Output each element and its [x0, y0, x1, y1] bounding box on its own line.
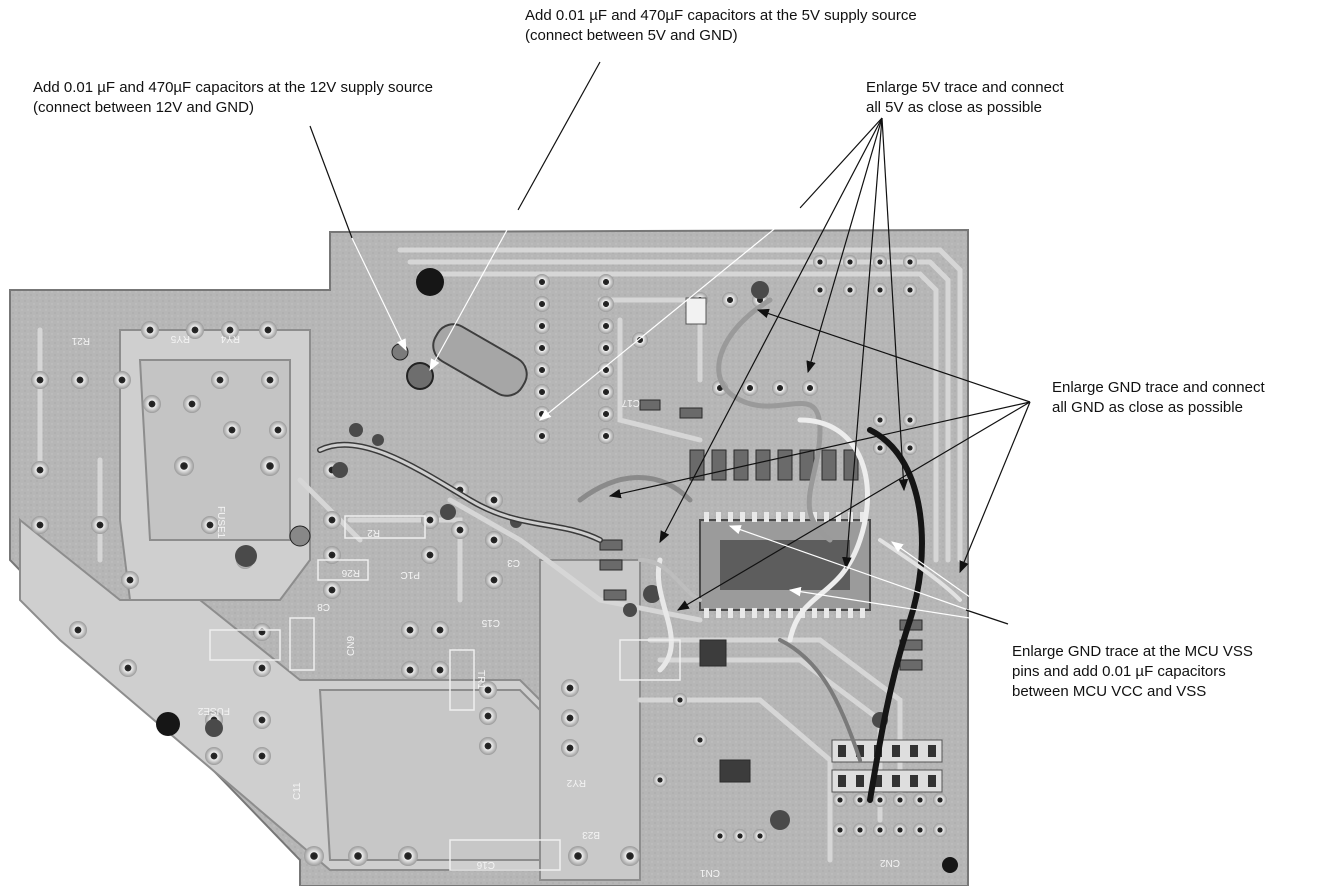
mounting-holes [156, 268, 958, 873]
callout-line: Enlarge GND trace at the MCU VSS [1012, 643, 1253, 660]
callout-line: Add 0.01 µF and 470µF capacitors at the … [525, 7, 917, 24]
silk-label: B23 [582, 829, 600, 840]
silkscreen-labels: FUSE1 FUSE2 CN9 TR1 RY5 RY4 RY2 R21 R26 … [71, 333, 900, 878]
silk-label: C16 [476, 859, 495, 870]
silk-label: P1C [401, 569, 420, 580]
silk-label: RY4 [220, 333, 240, 344]
callout-line: all GND as close as possible [1052, 399, 1243, 416]
callout-5v-trace: Enlarge 5V trace and connect all 5V as c… [866, 78, 1064, 118]
callout-line: Enlarge 5V trace and connect [866, 79, 1064, 96]
leader-lines [309, 61, 1031, 625]
callout-12v-capacitors: Add 0.01 µF and 470µF capacitors at the … [33, 78, 433, 118]
silk-label: R2 [367, 527, 380, 538]
silk-label: CN2 [880, 857, 900, 868]
callout-line: (connect between 5V and GND) [525, 27, 738, 44]
callout-line: pins and add 0.01 µF capacitors [1012, 663, 1226, 680]
silkscreen-outlines [209, 515, 681, 871]
power-copper-area [19, 329, 641, 881]
callout-line: (connect between 12V and GND) [33, 99, 254, 116]
silk-label: C11 [292, 782, 303, 800]
callout-mcu-vss: Enlarge GND trace at the MCU VSS pins an… [1012, 642, 1253, 702]
callout-line: Add 0.01 µF and 470µF capacitors at the … [33, 79, 434, 96]
silk-label: R21 [71, 335, 90, 346]
silk-label: TR1 [475, 670, 486, 689]
silk-label: FUSE1 [215, 506, 226, 539]
silk-label: CN9 [346, 636, 357, 656]
silk-label: C3 [507, 557, 520, 568]
silk-label: RY5 [170, 333, 190, 344]
silk-label: C15 [481, 617, 500, 628]
mcu-region [205, 281, 923, 830]
silk-label: C17 [621, 397, 640, 408]
silk-label: C8 [317, 601, 330, 612]
silk-label: RY2 [566, 777, 586, 788]
callout-5v-capacitors: Add 0.01 µF and 470µF capacitors at the … [525, 6, 917, 46]
callout-gnd-trace: Enlarge GND trace and connect all GND as… [1052, 378, 1265, 418]
callout-line: between MCU VCC and VSS [1012, 683, 1207, 700]
pcb-pads [31, 255, 947, 866]
silk-label: CN1 [700, 867, 720, 878]
callout-line: all 5V as close as possible [866, 99, 1042, 116]
callout-line: Enlarge GND trace and connect [1052, 379, 1265, 396]
header-pins [685, 297, 943, 793]
silk-label: FUSE2 [197, 705, 230, 716]
rework-wires [317, 297, 962, 803]
silk-label: R26 [341, 567, 360, 578]
